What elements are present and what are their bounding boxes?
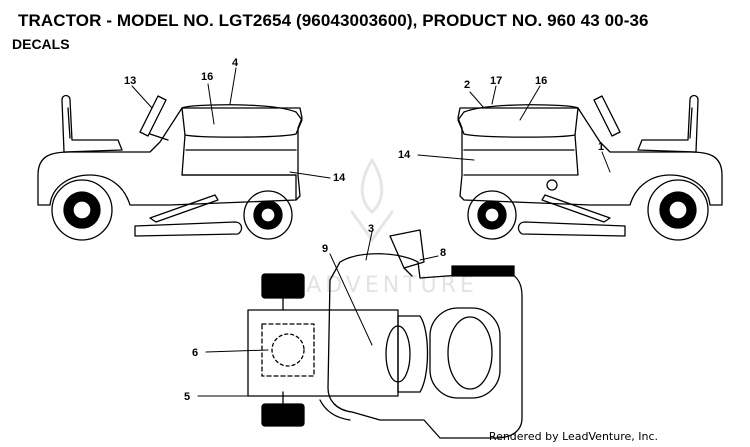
steering-wheel: [139, 95, 167, 137]
callout-4: 4: [232, 57, 239, 69]
section-title: DECALS: [12, 36, 70, 52]
watermark-text: LEADVENTURE: [272, 273, 478, 298]
seat-top: [429, 307, 501, 399]
front-tire-top: [261, 273, 305, 299]
callout-2: 2: [464, 79, 470, 91]
callout-3: 3: [368, 223, 374, 235]
callout-8: 8: [440, 247, 446, 259]
tractor-top-view: [247, 229, 523, 439]
callout-14-left: 14: [333, 172, 346, 184]
callout-13-left: 13: [124, 75, 136, 87]
chassis-outline: [327, 253, 523, 439]
leader-lines: [131, 67, 611, 397]
callout-9: 9: [322, 243, 328, 255]
page-title: TRACTOR - MODEL NO. LGT2654 (96043003600…: [18, 11, 649, 30]
seat: [61, 94, 123, 153]
callout-labels: 13 16 4 14 2 17 16 14 1 3 9 8 6 5: [124, 57, 604, 403]
callout-1: 1: [598, 141, 604, 153]
rear-tire-top: [451, 265, 515, 277]
callout-17: 17: [490, 75, 502, 87]
front-tire-bottom: [261, 403, 305, 427]
hood: [181, 104, 303, 138]
front-wheel: [243, 190, 293, 240]
callout-6: 6: [192, 347, 198, 359]
callout-16-left: 16: [201, 71, 213, 83]
callout-5: 5: [184, 391, 190, 403]
mower-deck: [134, 221, 243, 237]
decal-area-3: [389, 229, 425, 269]
rear-wheel: [51, 179, 113, 241]
tractor-left-side-view: [37, 94, 303, 241]
footer-credit: Rendered by LeadVenture, Inc.: [488, 430, 658, 443]
tractor-right-side-view: [457, 94, 723, 241]
tractor-body: [37, 107, 303, 206]
hood-top: [247, 309, 399, 397]
watermark-logo: [350, 158, 394, 242]
callout-16-right: 16: [535, 75, 547, 87]
callout-14-right: 14: [398, 149, 411, 161]
decal-area-6: [261, 323, 315, 377]
